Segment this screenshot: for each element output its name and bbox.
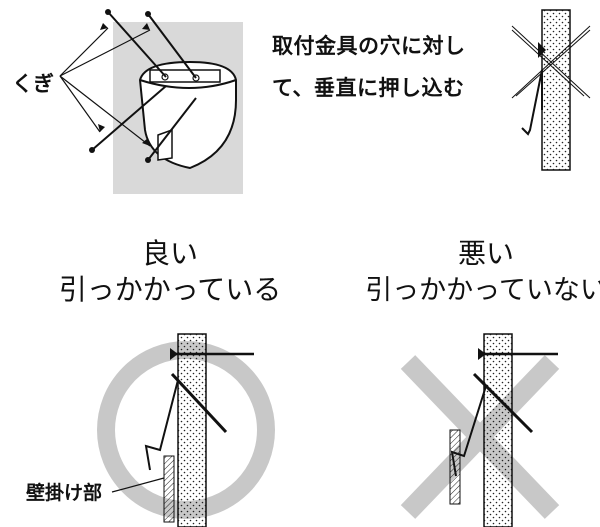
nail-2 [147,13,197,79]
nail-3 [91,85,167,151]
good-example [97,333,275,527]
bad-title: 悪い [457,237,514,270]
good-subtitle: 引っかかっている [58,273,282,306]
good-title: 良い [141,237,198,270]
bad-subtitle: 引っかかっていない [365,275,600,306]
wall-hook-label: 壁掛け部 [26,482,103,504]
instruction-line-2: て、垂直に押し込む [272,76,465,100]
nail-1 [107,11,167,78]
nail-4 [147,97,197,161]
instruction-line-1: 取付金具の穴に対し [272,34,466,58]
bracket-panel-illustration [59,9,243,194]
nail-label: くぎ [12,72,54,96]
bad-example [400,333,560,527]
wall-section-top [511,9,591,171]
